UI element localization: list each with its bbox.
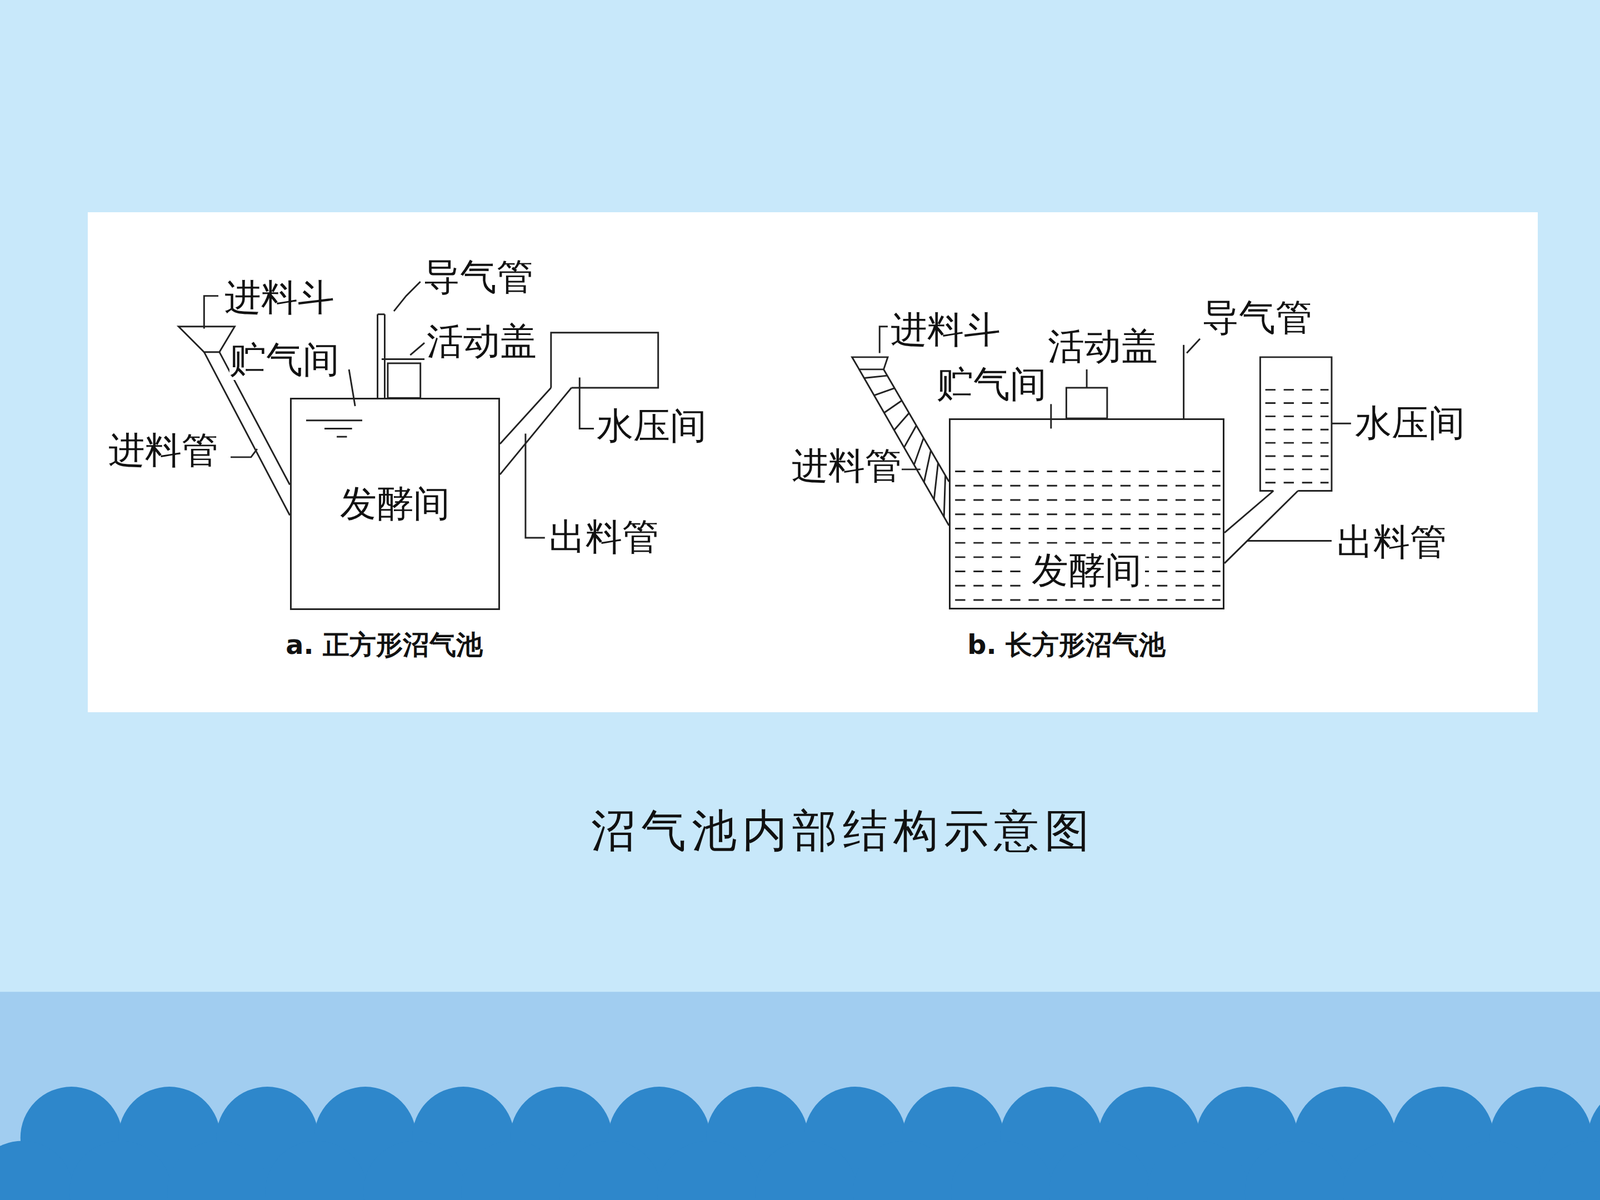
- pipe-hatch: [873, 388, 895, 396]
- water-dash: [1265, 481, 1329, 484]
- water-dash: [955, 542, 1221, 544]
- wave-circle: [1048, 1140, 1152, 1200]
- water-dash: [1265, 442, 1329, 444]
- part-label: 贮气间: [229, 340, 340, 381]
- sub-caption: b. 长方形沼气池: [967, 630, 1166, 660]
- part-label: 进料斗: [224, 277, 335, 319]
- wave-circle: [461, 1140, 564, 1200]
- part-label: 活动盖: [1047, 326, 1158, 368]
- wave-circles: [0, 1086, 1600, 1200]
- chamber-label: 发酵间: [1028, 550, 1145, 592]
- wave-circle: [1440, 1140, 1543, 1200]
- wave-circle: [69, 1140, 172, 1200]
- digester-a: [178, 281, 658, 538]
- fermentation-chamber: 发酵间: [948, 418, 1225, 609]
- water-dash: [1265, 455, 1329, 458]
- wave-circle: [1538, 1140, 1600, 1200]
- pipe-hatch: [883, 400, 902, 413]
- pipe-hatch: [913, 437, 924, 465]
- wave-circle: [755, 1140, 858, 1200]
- water-dash: [1265, 468, 1329, 470]
- water-dash: [1265, 388, 1329, 391]
- part-label: 出料管: [548, 517, 659, 558]
- part-label: 进料管: [791, 446, 902, 487]
- pipe-hatch: [903, 425, 917, 448]
- part-label: 导气管: [1202, 297, 1313, 339]
- wave-circle: [167, 1140, 270, 1200]
- part-label: 水压间: [1355, 403, 1465, 444]
- water-dash: [955, 527, 1221, 530]
- pipe-hatch: [864, 375, 888, 378]
- pipe-hatch: [923, 450, 931, 483]
- part-label: 活动盖: [426, 321, 537, 363]
- fermentation-chamber: 发酵间: [290, 397, 500, 610]
- digester-b: [852, 326, 1352, 600]
- water-dash: [1265, 428, 1329, 431]
- wave-circle: [265, 1140, 368, 1200]
- water-dash: [955, 499, 1221, 502]
- wave-circle: [657, 1140, 760, 1200]
- part-label: 导气管: [423, 257, 534, 298]
- part-label: 进料斗: [890, 310, 1001, 351]
- water-dash: [955, 485, 1221, 487]
- wave-circle: [951, 1140, 1054, 1200]
- white-panel: [87, 212, 1538, 713]
- part-label: 贮气间: [936, 364, 1047, 405]
- sub-caption: a. 正方形沼气池: [285, 630, 483, 660]
- water-dash: [955, 513, 1221, 515]
- part-label: 出料管: [1336, 522, 1447, 563]
- wave-circle: [1245, 1140, 1348, 1200]
- water-dash: [955, 599, 1221, 602]
- caption: 沼气池内部结构示意图: [591, 806, 1095, 856]
- wave-circle: [559, 1140, 662, 1200]
- water-dash: [1265, 415, 1329, 418]
- part-label: 水压间: [596, 406, 707, 447]
- wave-circle: [0, 1140, 74, 1200]
- wave-circle: [1342, 1140, 1445, 1200]
- pipe-hatch: [943, 475, 945, 518]
- pipe-hatch: [893, 412, 909, 430]
- part-label: 进料管: [108, 430, 219, 472]
- chamber-label: 发酵间: [336, 483, 454, 525]
- wave-circle: [363, 1140, 466, 1200]
- pipe-hatch: [933, 462, 938, 500]
- wave-circle: [1146, 1140, 1249, 1200]
- water-dash: [955, 470, 1221, 473]
- water-dash: [1265, 402, 1329, 404]
- wave-circle: [853, 1140, 956, 1200]
